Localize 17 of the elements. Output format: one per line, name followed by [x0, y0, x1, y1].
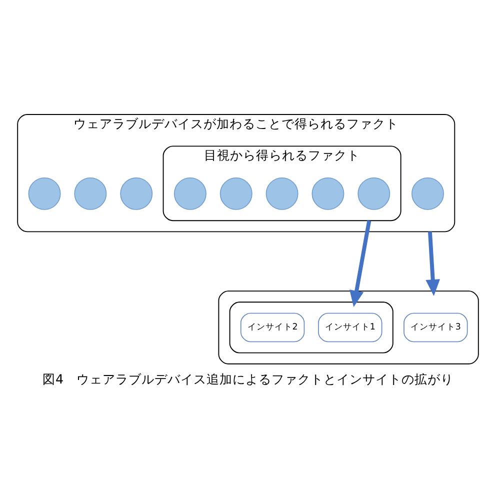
node-circle: [358, 176, 390, 210]
node-circle: [220, 176, 252, 210]
caption: 図4 ウェアラブルデバイス追加によるファクトとインサイトの拡がり: [42, 371, 454, 386]
node-circle: [412, 176, 444, 210]
node-box: インサイト2: [240, 312, 305, 342]
node-circle: [312, 176, 344, 210]
node-circle: [28, 176, 61, 210]
arrow: [350, 220, 372, 307]
node-circle: [174, 176, 206, 210]
node-circle: [266, 176, 298, 210]
node-box: インサイト3: [404, 312, 468, 342]
node-circle: [74, 176, 107, 210]
node-box: インサイト1: [318, 312, 382, 342]
cluster: [229, 301, 394, 353]
cluster: 目視から得られるファクト: [162, 145, 402, 221]
arrow: [426, 231, 440, 296]
node-circle: [120, 176, 153, 210]
